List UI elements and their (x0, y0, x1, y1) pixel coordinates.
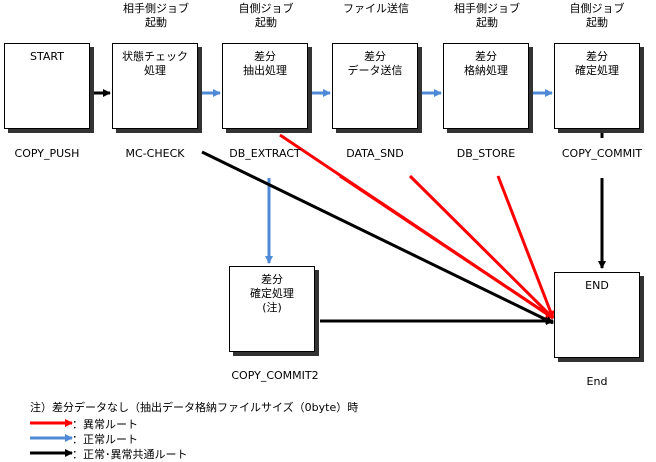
end-node-label: END (585, 279, 609, 292)
copy-commit-node-id: COPY_COMMIT (561, 147, 643, 160)
error-arrow-data-snd-to-end (339, 174, 554, 320)
db-store-node-id: DB_STORE (456, 147, 516, 160)
error-arrow-data-snd-b-to-end (408, 174, 555, 320)
db-extract-node: 差分 抽出処理 (222, 43, 308, 129)
db-store-node-label: 差分 格納処理 (464, 50, 508, 77)
data-snd-node-id: DATA_SND (346, 147, 404, 160)
data-snd-node-label: 差分 データ送信 (347, 50, 403, 77)
mc-check-node-id: MC-CHECK (125, 147, 185, 160)
legend-common-label: ：正常･異常共通ルート (72, 448, 188, 461)
data-snd-caption: ファイル送信 (343, 2, 409, 15)
start-node-label: START (30, 50, 64, 63)
mc-check-node: 状態チェック 処理 (112, 43, 198, 129)
end-node: END (554, 272, 640, 358)
note-text: 注）差分データなし（抽出データ格納ファイルサイズ（0byte）時 (30, 401, 359, 414)
copy-commit-caption: 自側ジョブ 起動 (569, 2, 625, 29)
db-store-node: 差分 格納処理 (443, 43, 529, 129)
start-node: START (4, 43, 90, 129)
db-extract-caption: 自側ジョブ 起動 (238, 2, 294, 29)
mc-check-caption: 相手側ジョブ 起動 (123, 2, 189, 29)
db-extract-node-id: DB_EXTRACT (229, 147, 301, 160)
copy-commit-node-label: 差分 確定処理 (575, 50, 619, 77)
common-arrow-mc-check-to-end (201, 150, 554, 325)
copy-commit2-node-label: 差分 確定処理 (注) (250, 273, 294, 314)
end-node-id: End (586, 375, 608, 388)
legend-normal-label: ：正常ルート (72, 433, 138, 446)
data-snd-node: 差分 データ送信 (332, 43, 418, 129)
copy-commit2-node: 差分 確定処理 (注) (229, 266, 315, 352)
legend-error-label: ：異常ルート (72, 418, 138, 431)
error-arrow-db-store-to-end (496, 175, 555, 319)
copy-commit2-node-id: COPY_COMMIT2 (231, 369, 319, 382)
copy-commit-node: 差分 確定処理 (554, 43, 640, 129)
db-extract-node-label: 差分 抽出処理 (243, 50, 287, 77)
mc-check-node-label: 状態チェック 処理 (122, 50, 188, 77)
start-node-id: COPY_PUSH (14, 147, 80, 160)
db-store-caption: 相手側ジョブ 起動 (454, 2, 520, 29)
